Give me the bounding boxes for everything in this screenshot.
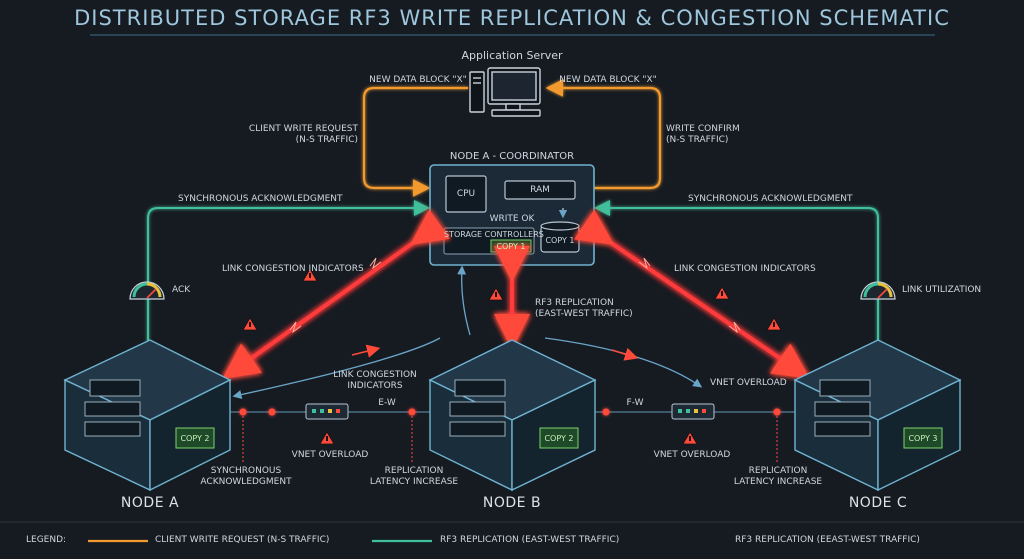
node-a-name: NODE A: [120, 495, 180, 511]
coordinator-title: NODE A - COORDINATOR: [449, 151, 575, 162]
write-ok-label: WRITE OK: [489, 214, 535, 224]
legend-item-red: RF3 REPLICATION (EEAST-WEST TRAFFIC): [735, 535, 920, 545]
cpu-chip-icon: [445, 175, 487, 213]
node-b-copy-label: COPY 2: [544, 434, 574, 443]
congestion-right-label: LINK CONGESTION INDICATORS: [674, 264, 816, 274]
node-c-copy-label: COPY 3: [908, 434, 938, 443]
congestion-spark-accents: [289, 257, 741, 334]
write-confirm-label: WRITE CONFIRM(N-S TRAFFIC): [666, 124, 740, 145]
node-c-cube[interactable]: [793, 339, 962, 492]
ns-traffic-lines: [362, 79, 662, 197]
warning-marks: [249, 273, 775, 441]
ram-module-icon: [504, 180, 576, 200]
small-red-flow-arrows: [351, 344, 639, 361]
vnet-overload-top-label: VNET OVERLOAD: [710, 378, 787, 388]
ew-right-label: F-W: [626, 398, 644, 408]
new-block-right-label: NEW DATA BLOCK "X": [559, 75, 657, 85]
node-b-cube[interactable]: [428, 339, 597, 492]
storage-controllers-label: STORAGE CONTROLLERS: [444, 230, 544, 239]
ew-left-label: E-W: [378, 398, 396, 408]
client-write-label: CLIENT WRITE REQUEST(N-S TRAFFIC): [248, 124, 358, 145]
node-b-name: NODE B: [482, 495, 542, 511]
vnet-overload-left-label: VNET OVERLOAD: [291, 450, 369, 460]
congestion-links: [222, 209, 810, 379]
ack-gauge-icon: [129, 281, 165, 300]
disk-copy-label: COPY 1: [545, 236, 575, 245]
sync-ack-left-label: SYNCHRONOUS ACKNOWLEDGMENT: [178, 194, 343, 204]
congestion-left-label: LINK CONGESTION INDICATORS: [222, 264, 364, 274]
node-c-name: NODE C: [848, 495, 908, 511]
cpu-label: CPU: [456, 189, 476, 199]
link-utilization-gauge-icon: [860, 281, 896, 300]
sync-ack-right-label: SYNCHRONOUS ACKNOWLEDGMENT: [688, 194, 853, 204]
legend-title: LEGEND:: [26, 535, 67, 545]
page-title: DISTRIBUTED STORAGE RF3 WRITE REPLICATIO…: [74, 6, 950, 30]
legend: [0, 521, 1024, 543]
link-utilization-label: LINK UTILIZATION: [902, 285, 982, 295]
network-switch-right-icon: [671, 403, 715, 420]
node-a-copy-label: COPY 2: [180, 434, 210, 443]
node-a-cube[interactable]: [63, 339, 232, 492]
rf3-replication-label: RF3 REPLICATION(EAST-WEST TRAFFIC): [535, 298, 633, 319]
disk-icon: [540, 221, 580, 253]
legend-item-teal: RF3 REPLICATION (EAST-WEST TRAFFIC): [440, 535, 620, 545]
ew-sync-ack-lines: [147, 200, 879, 345]
coordinator-copy-label: COPY 1: [496, 242, 526, 251]
network-switch-left-icon: [305, 403, 349, 420]
app-server-label: Application Server: [461, 49, 563, 62]
ack-label: ACK: [172, 285, 191, 295]
application-server-icon: [469, 67, 541, 117]
vnet-overload-right-label: VNET OVERLOAD: [653, 450, 731, 460]
new-block-left-label: NEW DATA BLOCK "X": [369, 75, 467, 85]
legend-item-orange: CLIENT WRITE REQUEST (N-S TRAFFIC): [155, 535, 330, 545]
ram-label: RAM: [530, 185, 550, 195]
